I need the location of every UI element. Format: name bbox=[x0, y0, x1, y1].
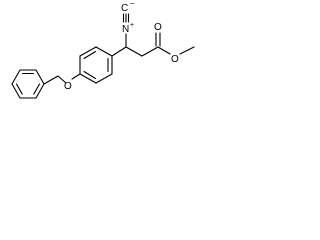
double-bond-inner bbox=[83, 70, 97, 80]
molecule-structure-diagram: O N + C − O O bbox=[11, 0, 195, 99]
bond bbox=[35, 83, 45, 99]
bond bbox=[71, 73, 81, 80]
bond bbox=[141, 46, 159, 57]
bond bbox=[11, 83, 21, 99]
double-bond-inner bbox=[15, 83, 23, 95]
bond bbox=[95, 73, 113, 84]
bond bbox=[79, 46, 97, 57]
isocyanide-carbon-label: C bbox=[121, 3, 128, 14]
double-bond-inner bbox=[33, 83, 41, 95]
ether-oxygen-label: O bbox=[64, 81, 72, 92]
isocyanide-carbon-charge: − bbox=[130, 0, 135, 8]
phenyl-ring bbox=[79, 46, 113, 84]
isocyanide-nitrogen-charge: + bbox=[130, 22, 134, 29]
bond bbox=[95, 46, 113, 57]
ester-oxygen-label: O bbox=[171, 54, 179, 65]
bond bbox=[111, 46, 127, 57]
bond bbox=[11, 69, 21, 85]
carbonyl-oxygen-label: O bbox=[154, 22, 162, 33]
bond bbox=[179, 46, 195, 55]
bond bbox=[43, 75, 59, 85]
bond bbox=[125, 46, 143, 57]
bond bbox=[157, 46, 171, 55]
benzyl-ring bbox=[11, 69, 45, 99]
bond bbox=[35, 69, 45, 85]
double-bond-inner bbox=[83, 50, 97, 60]
isocyanide-nitrogen-label: N bbox=[122, 24, 129, 35]
bond bbox=[57, 75, 67, 84]
bond bbox=[79, 73, 97, 84]
